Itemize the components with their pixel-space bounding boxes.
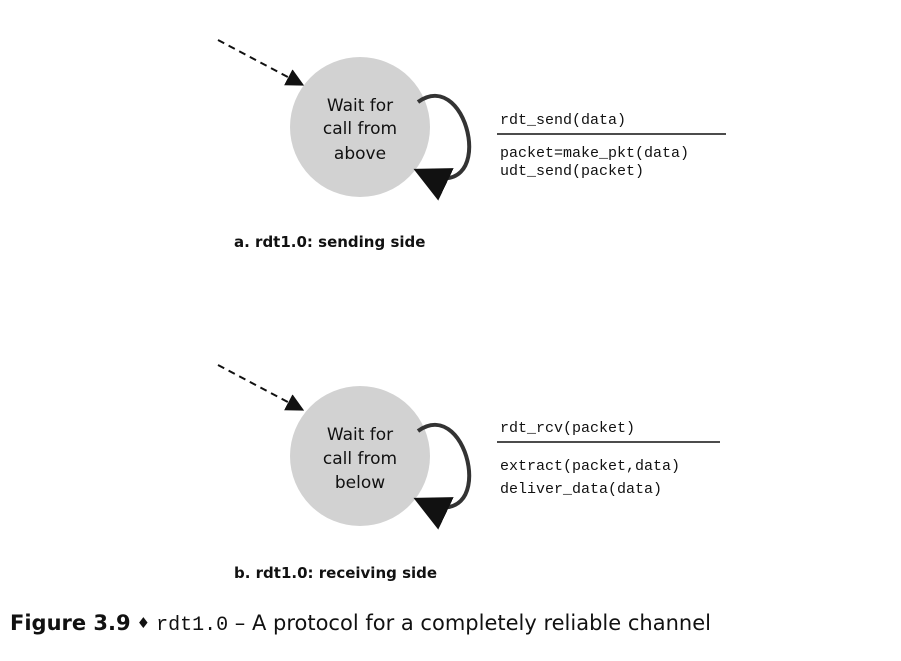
subfigure-caption: b. rdt1.0: receiving side bbox=[234, 564, 437, 582]
state-label-line-3: below bbox=[335, 473, 385, 493]
transition-action: udt_send(packet) bbox=[500, 163, 644, 180]
transition-action: packet=make_pkt(data) bbox=[500, 145, 689, 162]
state-label-line-2: call from bbox=[323, 449, 397, 469]
figure-number: Figure 3.9 bbox=[10, 611, 131, 635]
figure-title: – A protocol for a completely reliable c… bbox=[228, 611, 711, 635]
transition-action: extract(packet,data) bbox=[500, 458, 680, 475]
state-label-line-2: call from bbox=[323, 119, 397, 139]
initial-state-arrow bbox=[217, 39, 305, 86]
transition-event: rdt_send(data) bbox=[500, 112, 626, 129]
transition-event: rdt_rcv(packet) bbox=[500, 420, 635, 437]
state-label-line-1: Wait for bbox=[327, 96, 393, 116]
sending-side-fsm: Wait for call from above rdt_send(data) … bbox=[217, 39, 726, 251]
transition-action: deliver_data(data) bbox=[500, 481, 662, 498]
figure-caption: Figure 3.9 ♦ rdt1.0 – A protocol for a com… bbox=[10, 611, 711, 637]
subfigure-caption: a. rdt1.0: sending side bbox=[234, 233, 425, 251]
state-label-line-3: above bbox=[334, 144, 386, 164]
initial-state-arrow bbox=[217, 364, 305, 411]
self-loop-arrow bbox=[413, 422, 472, 530]
self-loop-arrow bbox=[413, 93, 472, 201]
figure-code: rdt1.0 bbox=[156, 614, 229, 637]
state-wait-call-from-below bbox=[290, 386, 430, 526]
diamond-separator: ♦ bbox=[136, 614, 151, 632]
receiving-side-fsm: Wait for call from below rdt_rcv(packet)… bbox=[217, 364, 720, 582]
state-wait-call-from-above bbox=[290, 57, 430, 197]
state-label-line-1: Wait for bbox=[327, 425, 393, 445]
fsm-diagram: Wait for call from above rdt_send(data) … bbox=[217, 39, 726, 582]
